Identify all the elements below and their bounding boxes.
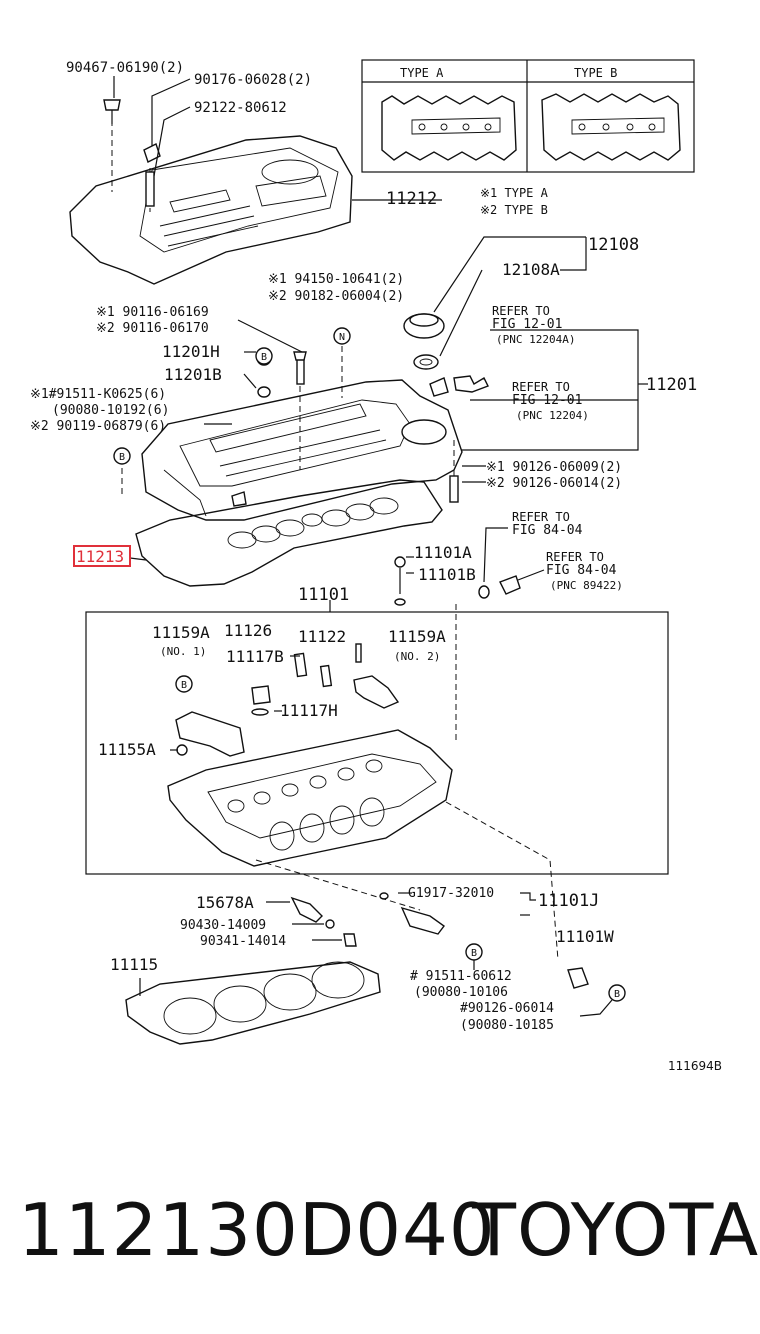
label-90116-b: ※2 90116-06170 (96, 321, 209, 336)
diagram-code: 111694B (668, 1059, 722, 1073)
marker-b-1: B (261, 352, 267, 363)
part-labels: 90467-06190(2) 90176-06028(2) 92122-8061… (30, 60, 722, 1073)
label-type-a: TYPE A (400, 66, 444, 80)
label-90176: 90176-06028(2) (194, 72, 312, 88)
leader-lines (204, 199, 486, 574)
reference-markers: N B B B B B (113, 327, 620, 1000)
label-90119: ※2 90119-06879(6) (30, 419, 166, 434)
highlight-box-11213 (73, 545, 131, 567)
label-11213: 11213 (76, 547, 124, 566)
marker-b-2: B (119, 452, 125, 463)
label-type-b: TYPE B (574, 66, 617, 80)
label-91511: ※1#91511-K0625(6) (30, 387, 166, 402)
label-refer-1b: FIG 12-01 (492, 317, 562, 332)
head-gasket-11115 (125, 961, 381, 1045)
part-number: 112130D040 (18, 1188, 496, 1272)
label-90341: 90341-14014 (200, 934, 286, 949)
marker-b-4: B (471, 948, 477, 959)
label-91511-b: # 91511-60612 (410, 969, 512, 984)
label-refer-2c: (PNC 12204) (516, 409, 589, 422)
label-11115: 11115 (110, 955, 158, 974)
pcv-valve-parts (429, 329, 648, 451)
label-refer-4b: FIG 84-04 (546, 563, 617, 578)
label-90467: 90467-06190(2) (66, 60, 184, 76)
label-12108: 12108 (588, 235, 639, 255)
label-90080-c: (90080-10185 (460, 1018, 554, 1033)
label-11101a: 11101A (414, 543, 472, 562)
label-11126: 11126 (224, 621, 272, 640)
bottom-hardware (255, 801, 626, 1017)
label-11201: 11201 (646, 375, 697, 395)
valve-cover-gasket-11213 (129, 479, 443, 587)
type-inset-box (361, 59, 695, 173)
label-12108a: 12108A (502, 260, 560, 279)
label-92122: 92122-80612 (194, 100, 287, 116)
label-11117h: 11117H (280, 701, 338, 720)
label-refer-4c: (PNC 89422) (550, 579, 623, 592)
marker-b-3: B (181, 680, 187, 691)
label-refer-2b: FIG 12-01 (512, 393, 582, 408)
label-11159a-1: 11159A (152, 623, 210, 642)
marker-n: N (339, 332, 345, 343)
label-90126-a: ※1 90126-06009(2) (486, 460, 622, 475)
label-11201b: 11201B (164, 365, 222, 384)
label-90126-b: ※2 90126-06014(2) (486, 476, 622, 491)
label-94150: ※1 94150-10641(2) (268, 272, 404, 287)
label-refer-2a: REFER TO (512, 380, 570, 394)
label-refer-1a: REFER TO (492, 304, 550, 318)
label-90430: 90430-14009 (180, 918, 266, 933)
label-refer-4a: REFER TO (546, 550, 604, 564)
head-cover-bolts (237, 319, 459, 606)
spark-plug-seal-rings (227, 497, 399, 549)
cylinder-head-cover-11201 (121, 379, 463, 521)
label-90182: ※2 90182-06004(2) (268, 289, 404, 304)
label-90080-b: (90080-10106 (414, 985, 508, 1000)
label-11101: 11101 (298, 585, 349, 605)
head-ports (227, 759, 385, 851)
label-g1917: G1917-32010 (408, 886, 494, 901)
label-note-a: ※1 TYPE A (480, 186, 549, 200)
label-refer-1c: (PNC 12204A) (496, 333, 575, 346)
label-11101j: 11101J (538, 891, 599, 911)
label-11201h: 11201H (162, 342, 220, 361)
label-note-b: ※2 TYPE B (480, 203, 548, 217)
label-11212: 11212 (386, 189, 437, 209)
label-no-1: (NO. 1) (160, 645, 206, 658)
marker-b-5: B (614, 989, 620, 1000)
engine-cover-11212 (69, 120, 353, 285)
label-11117b: 11117B (226, 647, 284, 666)
label-90126-c: #90126-06014 (460, 1001, 554, 1016)
label-refer-3a: REFER TO (512, 510, 570, 524)
cam-sensors (455, 527, 545, 740)
label-90080-a: (90080-10192(6) (52, 403, 169, 418)
label-11101b: 11101B (418, 565, 476, 584)
label-11122: 11122 (298, 627, 346, 646)
label-15678a: 15678A (196, 893, 254, 912)
cylinder-head-11101 (85, 600, 669, 875)
footer-caption: 112130D040 TOYOTA (0, 1188, 760, 1278)
label-refer-3b: FIG 84-04 (512, 523, 583, 538)
label-11155a: 11155A (98, 740, 156, 759)
label-no-2: (NO. 2) (394, 650, 440, 663)
label-90116-a: ※1 90116-06169 (96, 305, 209, 320)
cover-hardware (103, 76, 191, 207)
brand-name: TOYOTA (472, 1188, 760, 1272)
label-11101w: 11101W (556, 927, 614, 946)
label-11159a-2: 11159A (388, 627, 446, 646)
oil-filler-cap-12108 (403, 236, 587, 370)
